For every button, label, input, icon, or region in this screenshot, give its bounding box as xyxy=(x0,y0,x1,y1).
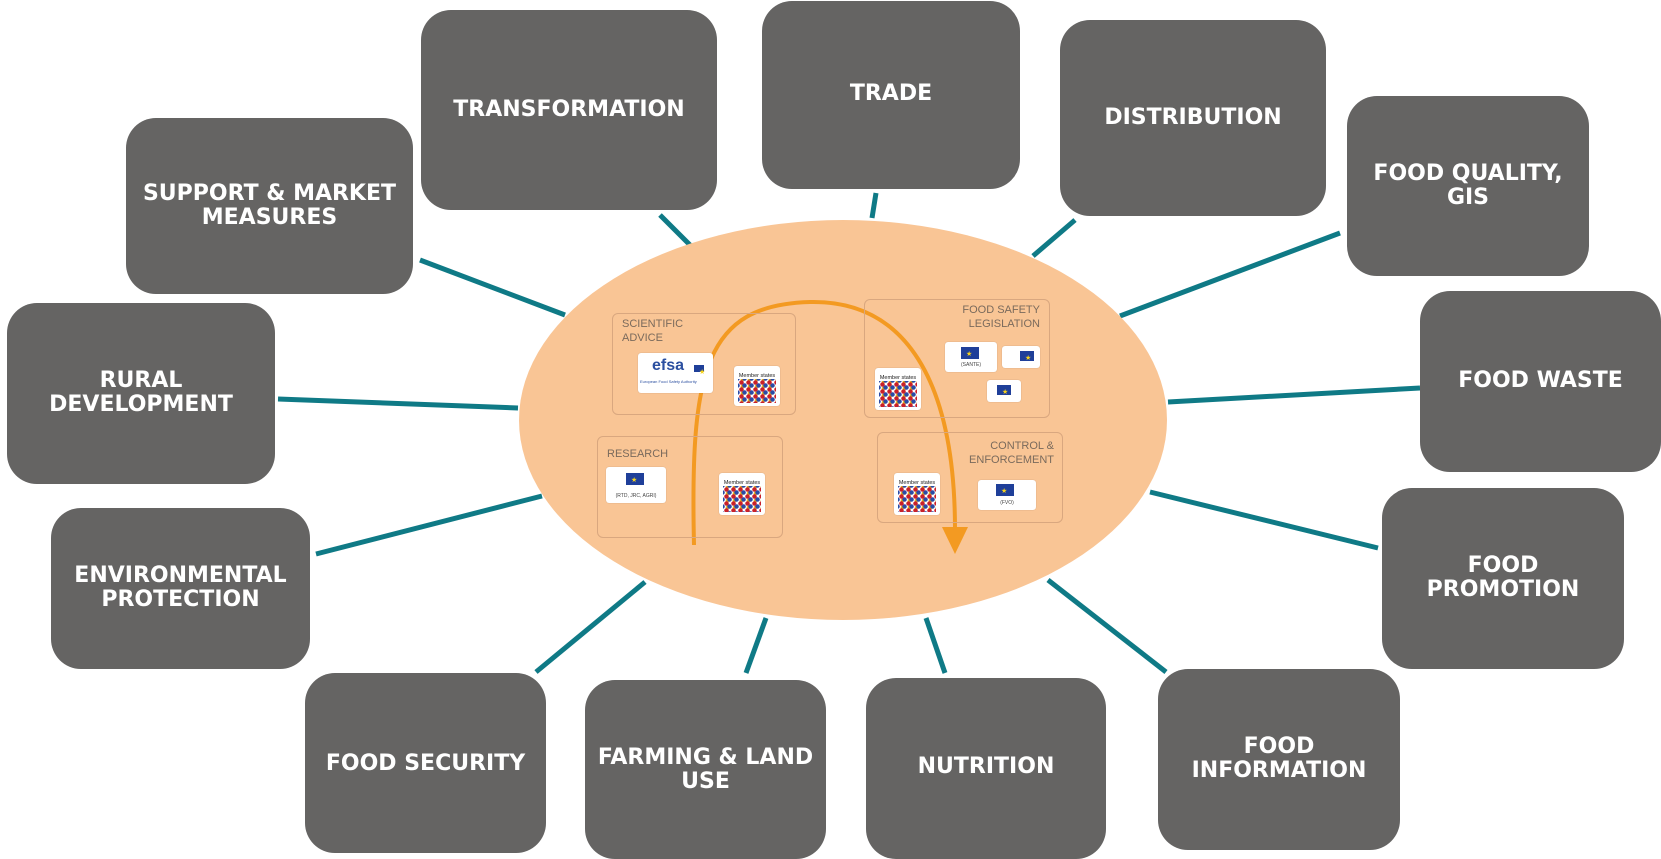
connector-trade xyxy=(869,192,879,219)
member-states-label-3: Member states xyxy=(723,480,761,486)
member-states-card-2: Member states xyxy=(875,368,921,410)
sante-card: (SANTE) xyxy=(945,342,997,372)
box-farming-land-use[interactable]: FARMING & LAND USE xyxy=(585,680,826,859)
box-distribution[interactable]: DISTRIBUTION xyxy=(1060,20,1326,216)
member-states-card-1: Member states xyxy=(734,366,780,406)
connector-rural-development xyxy=(277,396,519,411)
connector-food-quality xyxy=(1119,230,1341,319)
member-states-card-3: Member states xyxy=(719,473,765,515)
box-environmental-protection-label: ENVIRONMENTAL PROTECTION xyxy=(74,563,287,612)
efsa-subtitle: European Food Safety Authority xyxy=(640,379,697,384)
panel-control-enforcement: CONTROL & ENFORCEMENT Member states (FVO… xyxy=(877,432,1063,523)
connector-food-promotion xyxy=(1149,489,1379,551)
member-states-label-4: Member states xyxy=(898,480,936,486)
box-nutrition[interactable]: NUTRITION xyxy=(866,678,1106,859)
box-food-promotion[interactable]: FOOD PROMOTION xyxy=(1382,488,1624,669)
box-food-information[interactable]: FOOD INFORMATION xyxy=(1158,669,1400,850)
food-safety-legislation-title: FOOD SAFETY LEGISLATION xyxy=(962,304,1040,330)
efsa-logo: efsa xyxy=(652,357,685,374)
box-farming-land-use-label: FARMING & LAND USE xyxy=(597,745,814,794)
connector-food-security xyxy=(534,580,647,674)
connector-nutrition xyxy=(923,617,948,674)
member-states-card-4: Member states xyxy=(894,473,940,515)
member-flags-icon-2 xyxy=(879,381,917,407)
research-title: RESEARCH xyxy=(607,448,669,460)
box-food-quality[interactable]: FOOD QUALITY, GIS xyxy=(1347,96,1589,276)
box-food-waste[interactable]: FOOD WASTE xyxy=(1420,291,1661,472)
parliament-card xyxy=(1002,346,1040,368)
connector-environmental xyxy=(315,493,543,557)
efsa-logo-card: efsa European Food Safety Authority xyxy=(638,353,713,393)
box-food-waste-label: FOOD WASTE xyxy=(1458,368,1623,393)
box-support-market-label: SUPPORT & MARKET MEASURES xyxy=(142,181,397,230)
parliament-logo-icon xyxy=(1020,351,1034,366)
connector-food-waste xyxy=(1167,385,1421,405)
control-enforcement-title: CONTROL & ENFORCEMENT xyxy=(969,440,1054,466)
box-rural-development-label: RURAL DEVELOPMENT xyxy=(49,368,233,417)
box-environmental-protection[interactable]: ENVIRONMENTAL PROTECTION xyxy=(51,508,310,669)
arrow-head xyxy=(942,527,968,554)
panel-research: RESEARCH (RTD, JRC, AGRI) Member states xyxy=(597,436,783,538)
commission-logo-icon xyxy=(961,347,979,362)
box-rural-development[interactable]: RURAL DEVELOPMENT xyxy=(7,303,275,484)
box-trade-label: TRADE xyxy=(849,81,933,106)
box-support-market[interactable]: SUPPORT & MARKET MEASURES xyxy=(126,118,413,294)
member-flags-icon-4 xyxy=(898,486,936,512)
connector-lines xyxy=(277,192,1421,674)
box-food-information-label: FOOD INFORMATION xyxy=(1191,734,1367,783)
rtd-card: (RTD, JRC, AGRI) xyxy=(606,467,666,503)
panel-scientific-advice: SCIENTIFIC ADVICE efsa European Food Saf… xyxy=(612,313,796,415)
sante-label: (SANTE) xyxy=(961,362,981,368)
member-states-label-2: Member states xyxy=(879,375,917,381)
council-card xyxy=(987,380,1021,402)
box-transformation[interactable]: TRANSFORMATION xyxy=(421,10,717,210)
fvo-commission-logo-icon xyxy=(996,484,1014,499)
member-flags-icon xyxy=(738,379,776,403)
scientific-advice-title: SCIENTIFIC ADVICE xyxy=(622,318,684,344)
box-food-security[interactable]: FOOD SECURITY xyxy=(305,673,546,853)
member-flags-icon-3 xyxy=(723,486,761,512)
fvo-card: (FVO) xyxy=(978,480,1036,510)
box-food-security-label: FOOD SECURITY xyxy=(325,751,526,776)
member-states-label-1: Member states xyxy=(738,373,776,379)
box-distribution-label: DISTRIBUTION xyxy=(1104,105,1282,130)
box-food-promotion-label: FOOD PROMOTION xyxy=(1426,553,1580,602)
connector-transformation xyxy=(658,213,692,247)
box-transformation-label: TRANSFORMATION xyxy=(453,97,685,122)
connector-distribution xyxy=(1031,218,1077,258)
connector-farming xyxy=(743,617,769,674)
fvo-label: (FVO) xyxy=(1000,500,1014,506)
box-food-quality-label: FOOD QUALITY, GIS xyxy=(1373,161,1563,210)
central-ellipse xyxy=(519,220,1167,620)
box-nutrition-label: NUTRITION xyxy=(917,754,1055,779)
box-trade[interactable]: TRADE xyxy=(762,1,1020,189)
efsa-eu-flag-icon xyxy=(694,365,705,380)
panel-food-safety-legislation: FOOD SAFETY LEGISLATION Member states (S… xyxy=(864,299,1050,418)
rtd-label: (RTD, JRC, AGRI) xyxy=(615,493,657,499)
process-arrow xyxy=(691,299,957,546)
connector-support-market xyxy=(419,257,566,318)
council-logo-icon xyxy=(997,385,1011,400)
research-commission-logo-icon xyxy=(626,473,644,488)
connector-food-information xyxy=(1046,578,1168,674)
